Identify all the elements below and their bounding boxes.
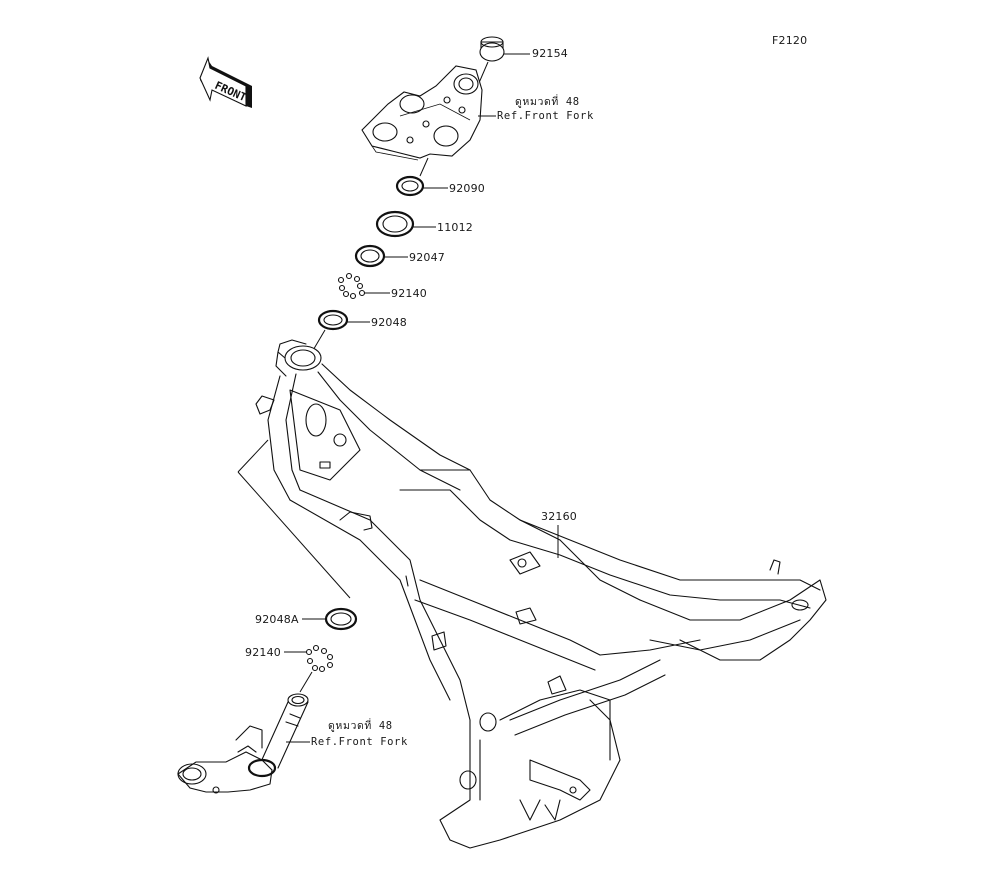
steering-stem-lower-clamp — [177, 693, 309, 794]
ref-thai-top: ดูหมวดที่ 48 — [515, 96, 580, 108]
part-92140-balls-upper — [337, 272, 366, 300]
main-frame-32160 — [255, 339, 827, 849]
part-label-92140-lower[interactable]: 92140 — [245, 646, 281, 659]
part-92048-race — [317, 309, 349, 331]
part-label-92154[interactable]: 92154 — [532, 47, 568, 60]
part-label-92048[interactable]: 92048 — [371, 316, 407, 329]
figure-code: F2120 — [772, 34, 808, 47]
ref-english-top[interactable]: Ref.Front Fork — [497, 110, 594, 122]
part-label-32160[interactable]: 32160 — [541, 510, 577, 523]
part-92047-race — [354, 244, 386, 268]
part-label-11012[interactable]: 11012 — [437, 221, 473, 234]
part-92090-ring — [395, 175, 425, 197]
part-92048A-race — [324, 607, 358, 631]
part-92154-nut — [479, 36, 505, 62]
front-direction-arrow-icon: FRONT — [199, 56, 252, 108]
part-label-92047[interactable]: 92047 — [409, 251, 445, 264]
upper-triple-clamp — [361, 65, 483, 161]
part-11012-seal — [375, 210, 415, 238]
part-label-92090[interactable]: 92090 — [449, 182, 485, 195]
part-92140-balls-lower — [305, 644, 334, 673]
ref-english-bottom[interactable]: Ref.Front Fork — [311, 736, 408, 748]
part-label-92140-upper[interactable]: 92140 — [391, 287, 427, 300]
ref-thai-bottom: ดูหมวดที่ 48 — [328, 720, 393, 732]
part-label-92048A[interactable]: 92048A — [255, 613, 299, 626]
